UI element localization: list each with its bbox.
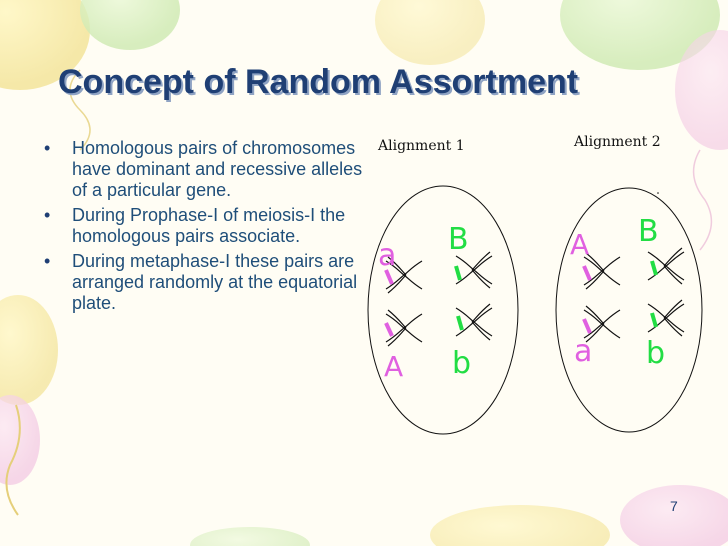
allele-label: a: [574, 334, 593, 369]
cell-2-outline: [555, 187, 703, 433]
bullet-text: During Prophase-I of meiosis-I the homol…: [72, 205, 346, 246]
alignment-2-label: Alignment 2: [574, 134, 661, 150]
bullet-text: Homologous pairs of chromosomes have dom…: [72, 138, 363, 200]
bullet-item: • During Prophase-I of meiosis-I the hom…: [44, 205, 364, 247]
bullet-item: • Homologous pairs of chromosomes have d…: [44, 138, 364, 201]
chromosome-icon: [385, 309, 423, 347]
allele-label: b: [646, 336, 666, 371]
cell-1-outline: [367, 185, 519, 435]
allele-label: B: [638, 214, 659, 249]
chromosome-icon: [455, 303, 493, 341]
bullet-text: During metaphase-I these pairs are arran…: [72, 251, 358, 313]
bullet-list: • Homologous pairs of chromosomes have d…: [44, 138, 364, 318]
chromosome-icon: [583, 305, 621, 343]
allele-label: A: [384, 350, 404, 383]
allele-label: b: [452, 346, 472, 381]
allele-label: A: [570, 228, 590, 261]
chromosome-icon: [385, 256, 423, 294]
alignment-diagrams: [367, 185, 703, 435]
allele-bands: [384, 260, 658, 337]
chromosome-icon: [583, 252, 621, 290]
allele-label: B: [448, 222, 469, 257]
bullet-dot-icon: •: [44, 205, 51, 225]
page-number: 7: [670, 498, 678, 514]
chromosome-icon: [455, 251, 493, 289]
bullet-dot-icon: •: [44, 251, 51, 271]
slide-title: Concept of Random Assortment: [58, 63, 579, 101]
bullet-item: • During metaphase-I these pairs are arr…: [44, 251, 364, 314]
bullet-dot-icon: •: [44, 138, 51, 158]
allele-label: a: [378, 238, 397, 273]
random-assortment-diagram: Alignment 1 Alignment 2: [356, 120, 718, 450]
alignment-1-label: Alignment 1: [378, 138, 465, 154]
